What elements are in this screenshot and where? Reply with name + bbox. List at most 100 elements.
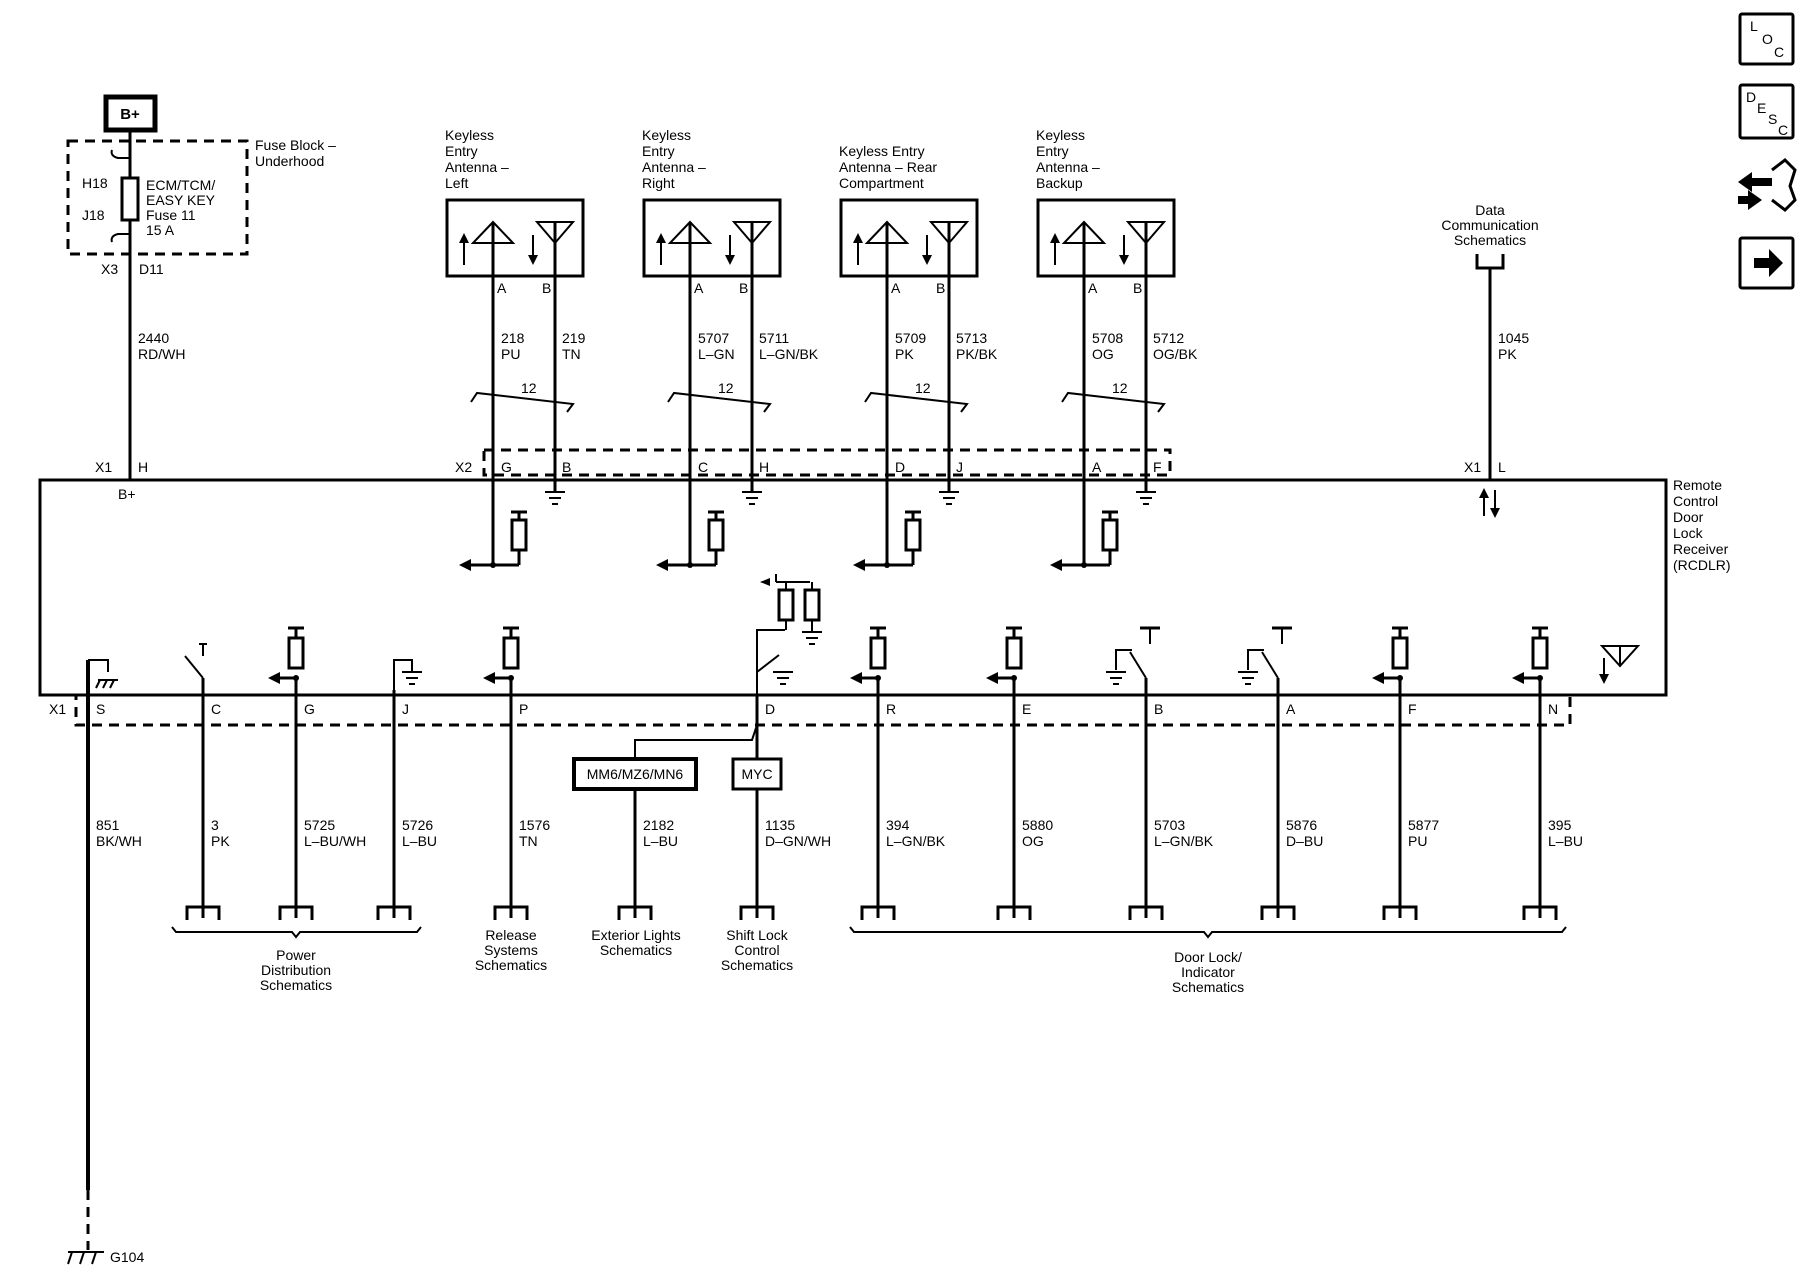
wire-a-color: PU bbox=[501, 346, 520, 362]
svg-text:Receiver: Receiver bbox=[1673, 541, 1729, 557]
door-lock-indicator-schematics-label[interactable]: Door Lock/ Indicator Schematics bbox=[1172, 949, 1244, 995]
wire-circuit: 5725 bbox=[304, 817, 335, 833]
module-bplus-label: B+ bbox=[118, 486, 136, 502]
resistor-icon bbox=[904, 518, 922, 552]
shift-lock-control-schematics-label[interactable]: Shift Lock Control Schematics bbox=[721, 927, 793, 973]
fuse-block-label: Fuse Block – Underhood bbox=[255, 137, 336, 169]
antenna-label: Backup bbox=[1036, 175, 1083, 191]
loc-letter: C bbox=[1774, 44, 1784, 60]
antenna-label: Antenna – bbox=[642, 159, 706, 175]
wire-circuit: 395 bbox=[1548, 817, 1572, 833]
svg-text:Schematics: Schematics bbox=[600, 942, 672, 958]
svg-text:Schematics: Schematics bbox=[1172, 979, 1244, 995]
fuse-block-outline bbox=[66, 139, 249, 256]
connector-terminal-icon bbox=[860, 905, 896, 920]
wire-a-circuit: 5707 bbox=[698, 330, 729, 346]
antenna-label: Entry bbox=[642, 143, 675, 159]
pin-letter: N bbox=[1548, 701, 1558, 717]
exterior-lights-schematics-label[interactable]: Exterior Lights Schematics bbox=[591, 927, 680, 958]
door-lock-brace bbox=[849, 926, 1567, 939]
wire-color: BK/WH bbox=[96, 833, 142, 849]
switch-icon bbox=[756, 654, 780, 673]
wire-color: L–GN/BK bbox=[1154, 833, 1214, 849]
wire-b-color: OG/BK bbox=[1153, 346, 1198, 362]
connector-terminal-icon bbox=[376, 905, 412, 920]
antenna-pin-b: B bbox=[936, 280, 945, 296]
svg-text:MM6/MZ6/MN6: MM6/MZ6/MN6 bbox=[587, 766, 684, 782]
connector-views-button[interactable] bbox=[1738, 158, 1797, 212]
antenna-label: Antenna – bbox=[445, 159, 509, 175]
connector-terminal-icon bbox=[278, 905, 314, 920]
release-systems-schematics-label[interactable]: Release Systems Schematics bbox=[475, 927, 547, 973]
wire-circuit: 5880 bbox=[1022, 817, 1053, 833]
data-comm-connector: X1 bbox=[1464, 459, 1481, 475]
svg-text:Fuse Block –: Fuse Block – bbox=[255, 137, 336, 153]
wire-color: L–BU/WH bbox=[304, 833, 366, 849]
wire-b-circuit: 5711 bbox=[759, 330, 789, 346]
twist-count: 12 bbox=[521, 380, 537, 396]
svg-text:Power: Power bbox=[276, 947, 316, 963]
power-distribution-schematics-label[interactable]: Power Distribution Schematics bbox=[260, 947, 332, 993]
chassis-ground-icon bbox=[95, 679, 118, 689]
next-page-button[interactable] bbox=[1738, 236, 1795, 290]
wire-b-color: TN bbox=[562, 346, 581, 362]
antenna-pin-b: B bbox=[1133, 280, 1142, 296]
arrow-left-icon bbox=[459, 559, 471, 571]
svg-text:Door Lock/: Door Lock/ bbox=[1174, 949, 1242, 965]
pin-letter: P bbox=[519, 701, 528, 717]
bidirectional-data-icon bbox=[1479, 488, 1500, 518]
fuse-pin-label: D11 bbox=[139, 261, 164, 277]
battery-positive-box: B+ bbox=[103, 94, 158, 133]
wire-b-color: L–GN/BK bbox=[759, 346, 819, 362]
connector-terminal-icon bbox=[1522, 905, 1558, 920]
antenna-pin-a: A bbox=[497, 280, 507, 296]
antenna-pin-a: A bbox=[1088, 280, 1098, 296]
connector-pin-b: F bbox=[1153, 459, 1162, 475]
module-internal-antenna-icon bbox=[1599, 645, 1641, 684]
wire-circuit: 1576 bbox=[519, 817, 550, 833]
antenna-box bbox=[839, 198, 979, 278]
svg-text:Schematics: Schematics bbox=[721, 957, 793, 973]
wire-circuit: 5703 bbox=[1154, 817, 1185, 833]
fuse-11: H18 J18 ECM/TCM/ EASY KEY Fuse 11 15 A bbox=[82, 149, 216, 243]
wire-color: TN bbox=[519, 833, 538, 849]
antenna-box bbox=[445, 198, 585, 278]
svg-text:Underhood: Underhood bbox=[255, 153, 324, 169]
svg-text:Remote: Remote bbox=[1673, 477, 1722, 493]
bottom-circuits-group: S851BK/WHC3PKG5725L–BU/WHJ5726L–BUP1576T… bbox=[86, 574, 1583, 1250]
desc-button[interactable]: D E S C bbox=[1738, 83, 1795, 140]
twisted-pair-icon bbox=[1061, 391, 1166, 413]
pin-letter: A bbox=[1286, 701, 1296, 717]
pin-letter: D bbox=[765, 701, 775, 717]
resistor-icon bbox=[803, 588, 821, 622]
wire-a-color: OG bbox=[1092, 346, 1114, 362]
loc-button[interactable]: L O C bbox=[1738, 12, 1795, 66]
connector-pin-a: D bbox=[895, 459, 905, 475]
resistor-icon bbox=[869, 636, 887, 670]
twist-count: 12 bbox=[915, 380, 931, 396]
power-distribution-brace bbox=[171, 926, 422, 939]
x1-top-connector-label: X1 bbox=[95, 459, 112, 475]
loc-letter: O bbox=[1762, 31, 1773, 47]
arrow-left-icon bbox=[1512, 672, 1524, 684]
svg-text:ECM/TCM/: ECM/TCM/ bbox=[146, 177, 215, 193]
fuse-symbol bbox=[120, 176, 140, 222]
wire-a-color: PK bbox=[895, 346, 914, 362]
wire-color: L–BU bbox=[1548, 833, 1583, 849]
svg-text:15 A: 15 A bbox=[146, 222, 175, 238]
wire-b-circuit: 5713 bbox=[956, 330, 987, 346]
wire-color: D–BU bbox=[1286, 833, 1323, 849]
arrow-left-icon bbox=[268, 672, 280, 684]
antenna-pin-a: A bbox=[891, 280, 901, 296]
data-comm-color: PK bbox=[1498, 346, 1517, 362]
connector-terminal-icon bbox=[617, 905, 653, 920]
wire-a-circuit: 5708 bbox=[1092, 330, 1123, 346]
wire-color: OG bbox=[1022, 833, 1044, 849]
